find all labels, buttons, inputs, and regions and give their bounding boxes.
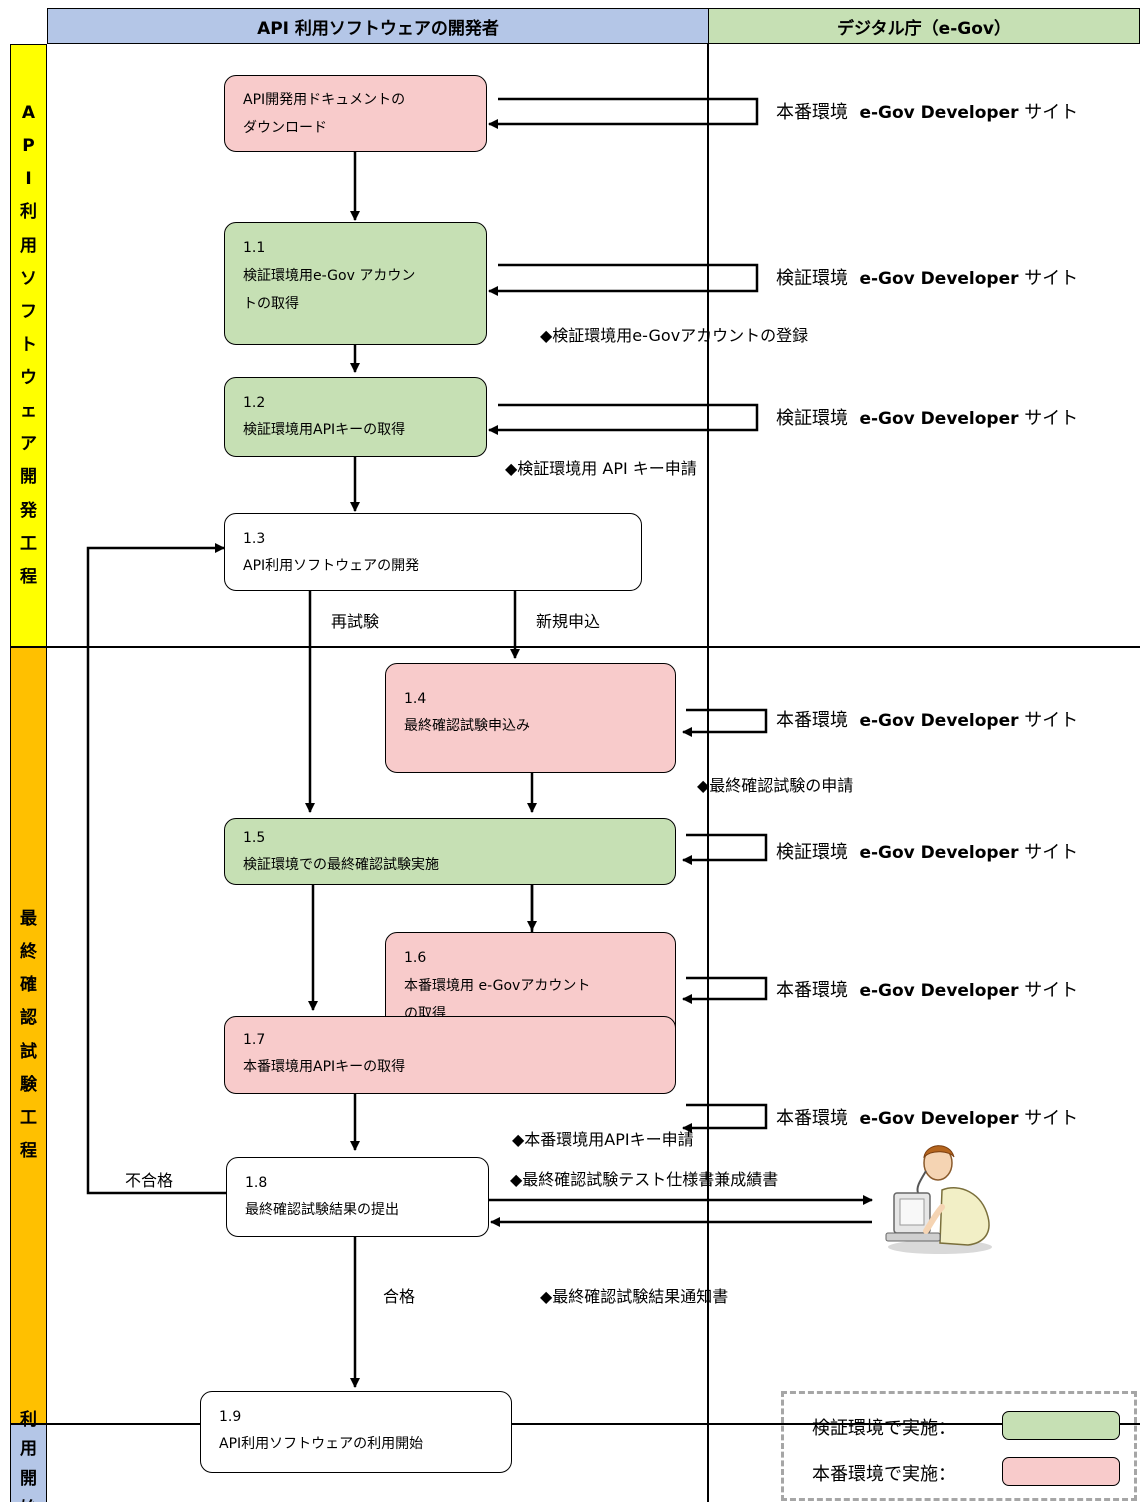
column-divider <box>707 44 709 1502</box>
step-number: 1.5 <box>243 830 266 846</box>
step-label: API利用ソフトウェアの利用開始 <box>219 1435 424 1452</box>
step-1-3: 1.3 API利用ソフトウェアの開発 <box>224 513 642 591</box>
step-number: 1.2 <box>243 395 266 411</box>
lane-char: 利 <box>20 202 37 223</box>
step-number: 1.8 <box>245 1175 268 1191</box>
lane-char: 開 <box>20 1469 37 1489</box>
site-label-verify: 検証環境 e-Gov Developer サイト <box>776 268 1079 289</box>
lane-char: 工 <box>20 533 37 554</box>
site-label-verify: 検証環境 e-Gov Developer サイト <box>776 408 1079 429</box>
site-label-prod: 本番環境 e-Gov Developer サイト <box>776 980 1079 1001</box>
step-1-5: 1.5 検証環境での最終確認試験実施 <box>224 818 676 885</box>
step-label: 検証環境用APIキーの取得 <box>243 421 406 438</box>
note-verify-apikey: ◆検証環境用 API キー申請 <box>505 459 697 478</box>
lane-final-test: 最終確認試験工程 <box>10 647 47 1424</box>
lane-char: 開 <box>20 467 37 488</box>
person-at-computer-icon <box>885 1145 992 1254</box>
step-label: 最終確認試験申込み <box>404 717 530 734</box>
step-1-2: 1.2 検証環境用APIキーの取得 <box>224 377 487 457</box>
lane-char: 用 <box>20 1439 37 1460</box>
legend-verify-swatch <box>1002 1411 1120 1440</box>
site-arrow <box>682 976 768 1004</box>
lane-char: フ <box>20 301 37 322</box>
note-prod-apikey: ◆本番環境用APIキー申請 <box>512 1130 694 1149</box>
step-label: API開発用ドキュメントの ダウンロード <box>243 92 406 136</box>
lane-char: 程 <box>20 1140 37 1161</box>
lane-char: 確 <box>20 975 37 996</box>
lane-char: 始 <box>20 1495 37 1502</box>
site-label-prod: 本番環境 e-Gov Developer サイト <box>776 102 1079 123</box>
lane-char: ア <box>20 434 37 455</box>
step-number: 1.1 <box>243 240 266 256</box>
branch-retest: 再試験 <box>331 612 380 631</box>
lane-char: 用 <box>20 235 37 256</box>
lane-start-use: 利用開始 <box>10 1410 47 1502</box>
lane-char: 発 <box>20 500 37 521</box>
site-arrow <box>682 1103 768 1133</box>
legend-verify-label: 検証環境で実施： <box>812 1418 956 1439</box>
lane-char: ト <box>20 334 37 355</box>
step-number: 1.4 <box>404 691 427 707</box>
lane-char: I <box>25 169 32 190</box>
lane-char: 程 <box>20 566 37 587</box>
lane-char: 験 <box>20 1074 37 1095</box>
lane-char: ウ <box>20 368 37 389</box>
step-label: 検証環境用e-Gov アカウン トの取得 <box>243 267 416 312</box>
step-number: 1.9 <box>219 1409 242 1425</box>
legend: 検証環境で実施： 本番環境で実施： <box>781 1391 1137 1501</box>
fail-loop-arrow <box>86 543 226 1195</box>
step-label: API利用ソフトウェアの開発 <box>243 557 420 574</box>
note-final-test-apply: ◆最終確認試験の申請 <box>697 776 854 795</box>
step-download-docs: API開発用ドキュメントの ダウンロード <box>224 75 487 152</box>
step-number: 1.6 <box>404 950 427 966</box>
branch-new-application: 新規申込 <box>536 612 601 631</box>
legend-production-swatch <box>1002 1457 1120 1486</box>
lane-char: 工 <box>20 1107 37 1128</box>
site-arrow <box>682 708 768 737</box>
lane-char: 終 <box>20 942 37 963</box>
note-verify-account: ◆検証環境用e-Govアカウントの登録 <box>540 326 809 345</box>
note-test-spec: ◆最終確認試験テスト仕様書兼成績書 <box>510 1170 779 1189</box>
site-label-prod: 本番環境 e-Gov Developer サイト <box>776 1108 1079 1129</box>
site-arrow <box>488 97 759 129</box>
step-label: 最終確認試験結果の提出 <box>245 1201 399 1218</box>
step-number: 1.7 <box>243 1032 266 1048</box>
header-developer: API 利用ソフトウェアの開発者 <box>47 8 709 44</box>
lane-char: 試 <box>20 1041 37 1062</box>
step-1-1: 1.1 検証環境用e-Gov アカウン トの取得 <box>224 222 487 345</box>
site-arrow <box>682 833 768 865</box>
lane-char: 利 <box>20 1409 37 1430</box>
step-label: 本番環境用APIキーの取得 <box>243 1058 406 1075</box>
step-1-4: 1.4 最終確認試験申込み <box>385 663 676 773</box>
lane-char: 最 <box>20 908 37 929</box>
step-number: 1.3 <box>243 531 266 547</box>
site-label-verify: 検証環境 e-Gov Developer サイト <box>776 842 1079 863</box>
step-1-8: 1.8 最終確認試験結果の提出 <box>226 1157 489 1237</box>
site-arrow <box>488 403 759 435</box>
lane-char: A <box>21 102 36 123</box>
branch-pass: 合格 <box>383 1287 416 1306</box>
lane-char: ソ <box>20 268 37 289</box>
site-label-prod: 本番環境 e-Gov Developer サイト <box>776 710 1079 731</box>
lane-char: 認 <box>20 1008 37 1029</box>
branch-fail: 不合格 <box>125 1171 174 1190</box>
header-agency: デジタル庁（e-Gov） <box>708 8 1140 44</box>
step-1-9: 1.9 API利用ソフトウェアの利用開始 <box>200 1391 512 1473</box>
step-1-7: 1.7 本番環境用APIキーの取得 <box>224 1016 676 1094</box>
site-arrow <box>488 263 759 296</box>
step-label: 検証環境での最終確認試験実施 <box>243 856 439 873</box>
legend-production-label: 本番環境で実施： <box>812 1464 956 1485</box>
note-result-notice: ◆最終確認試験結果通知書 <box>540 1287 729 1306</box>
lane-char: ェ <box>20 401 37 422</box>
phase-divider <box>47 1423 1140 1425</box>
lane-char: P <box>22 136 35 157</box>
phase-divider <box>47 646 1140 648</box>
